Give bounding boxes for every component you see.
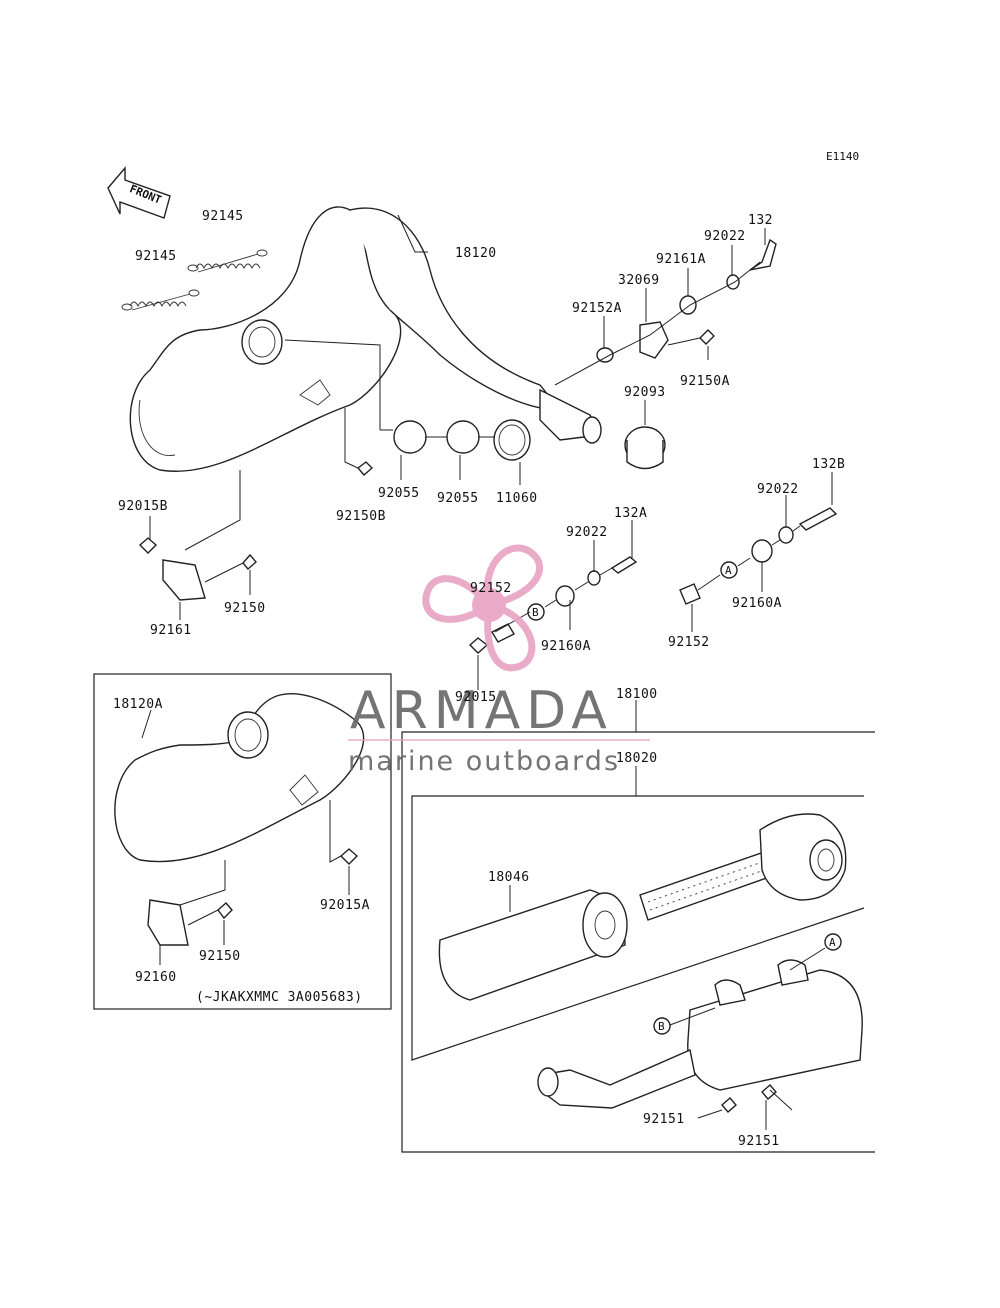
bracket-32069-icon — [639, 321, 669, 359]
gasket-11060-icon — [493, 419, 531, 461]
bolt-132B-icon — [798, 507, 838, 531]
marker-b-muffler-label: B — [658, 1020, 665, 1033]
label-11060: 11060 — [496, 491, 538, 506]
inset-box-left — [93, 673, 392, 1010]
marker-a-circle — [720, 561, 738, 579]
label-92022-right: 92022 — [757, 482, 799, 497]
bolt-92150A-icon — [699, 329, 715, 345]
propeller-logo-icon — [422, 544, 543, 672]
bolt-92150-lower-icon — [217, 902, 233, 920]
label-18046: 18046 — [488, 870, 530, 885]
bolt-92151-b-icon — [761, 1084, 777, 1100]
label-serial-range: (~JKAKXMMC 3A005683) — [196, 990, 363, 1005]
label-92150B: 92150B — [336, 509, 386, 524]
label-18100: 18100 — [616, 687, 658, 702]
exhaust-pipe-18120A — [114, 693, 365, 863]
spring-upper-icon — [187, 249, 268, 273]
nut-92015-icon — [468, 637, 489, 654]
label-92160A-center: 92160A — [541, 639, 591, 654]
label-92145-lower: 92145 — [135, 249, 177, 264]
marker-a-muffler-label: A — [829, 936, 836, 949]
grommet-92160A-right-icon — [751, 539, 773, 563]
label-132: 132 — [748, 213, 773, 228]
marker-a-label: A — [725, 564, 732, 577]
washer-92022-center-icon — [587, 570, 601, 586]
bolt-132-icon — [749, 238, 777, 271]
watermark-tagline: marine outboards — [348, 746, 620, 777]
label-92151-left: 92151 — [643, 1112, 685, 1127]
washer-92022-right-icon — [778, 526, 794, 544]
sleeve-92093-icon — [624, 426, 666, 470]
marker-b-label: B — [532, 606, 539, 619]
diagram-code: E1140 — [826, 150, 859, 163]
label-18020: 18020 — [616, 751, 658, 766]
marker-a-muffler-circle — [824, 933, 842, 951]
label-92015A: 92015A — [320, 898, 370, 913]
washer-92022-icon — [726, 274, 740, 290]
armada-watermark: ARMADA marine outboards — [348, 544, 650, 777]
label-92161: 92161 — [150, 623, 192, 638]
label-92055-right: 92055 — [437, 491, 479, 506]
bolt-92151-a-icon — [721, 1097, 737, 1113]
packing-18046-icon — [438, 889, 628, 1001]
muffler-box-18020 — [411, 795, 865, 1061]
label-92150-upper: 92150 — [224, 601, 266, 616]
label-92015B: 92015B — [118, 499, 168, 514]
end-cap-icon — [759, 813, 847, 901]
label-92150A: 92150A — [680, 374, 730, 389]
muffler-box-18100 — [401, 731, 875, 1153]
exhaust-pipe-18120 — [129, 206, 602, 472]
label-92145-upper: 92145 — [202, 209, 244, 224]
label-92015: 92015 — [455, 690, 497, 705]
label-18120: 18120 — [455, 246, 497, 261]
label-92022-upper: 92022 — [704, 229, 746, 244]
label-92160: 92160 — [135, 970, 177, 985]
label-92150-lower: 92150 — [199, 949, 241, 964]
nut-92015A-icon — [339, 848, 359, 865]
bracket-92161-icon — [162, 559, 206, 601]
bolt-92150B-icon — [356, 461, 374, 476]
label-92055-left: 92055 — [378, 486, 420, 501]
collar-92152A-icon — [596, 347, 614, 363]
collar-92152-center-icon — [491, 623, 515, 643]
label-92152A: 92152A — [572, 301, 622, 316]
label-92160A-right: 92160A — [732, 596, 782, 611]
watermark-name: ARMADA — [350, 681, 613, 741]
label-132A: 132A — [614, 506, 647, 521]
label-92161A: 92161A — [656, 252, 706, 267]
spring-lower-icon — [121, 289, 200, 311]
collar-92152-right-icon — [679, 583, 701, 605]
label-18120A: 18120A — [113, 697, 163, 712]
label-92152-right: 92152 — [668, 635, 710, 650]
label-92022-center: 92022 — [566, 525, 608, 540]
label-92093: 92093 — [624, 385, 666, 400]
bolt-92150-upper-icon — [242, 553, 257, 570]
perforated-pipe-icon — [639, 849, 776, 921]
gasket-92055-b-icon — [446, 420, 480, 454]
label-92151-right: 92151 — [738, 1134, 780, 1149]
gasket-92055-a-icon — [393, 420, 427, 454]
marker-b-muffler-circle — [653, 1017, 671, 1035]
bracket-92160-icon — [147, 899, 189, 946]
label-132B: 132B — [812, 457, 845, 472]
muffler-body-icon — [537, 959, 863, 1109]
bolt-132A-icon — [610, 556, 638, 574]
grommet-92160A-center-icon — [555, 585, 575, 607]
marker-b-circle — [527, 603, 545, 621]
label-92152-center: 92152 — [470, 581, 512, 596]
label-32069: 32069 — [618, 273, 660, 288]
front-arrow-icon: FRONT — [107, 166, 171, 219]
nut-92015B-icon — [138, 537, 158, 554]
